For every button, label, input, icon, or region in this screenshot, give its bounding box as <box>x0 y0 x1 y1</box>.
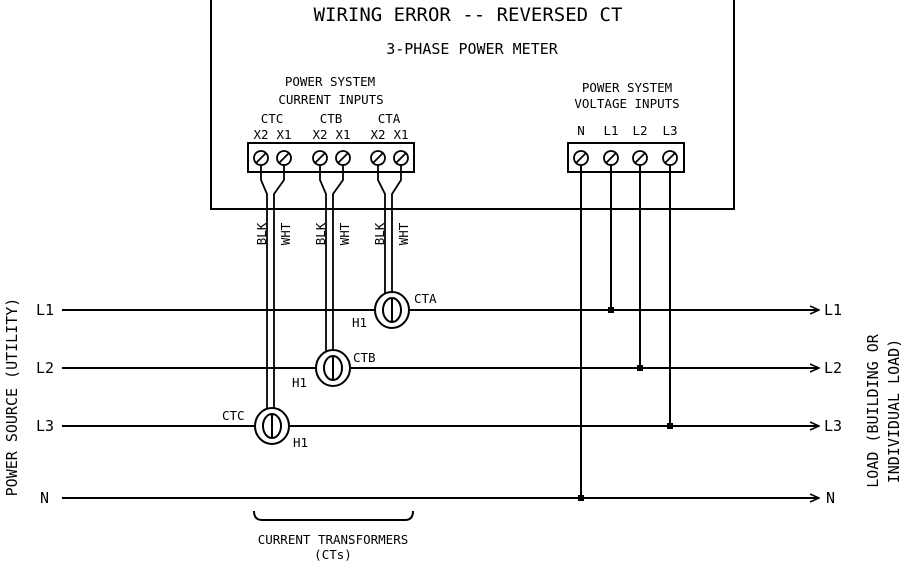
meter-title: WIRING ERROR -- REVERSED CT <box>314 4 623 26</box>
voltage-inputs-label-2: VOLTAGE INPUTS <box>574 96 679 111</box>
ctb-label: CTB <box>353 350 376 365</box>
meter-subtitle: 3-PHASE POWER METER <box>386 40 559 58</box>
ctb-wht-label: WHT <box>337 222 352 245</box>
load-l2-label: L2 <box>824 359 842 377</box>
voltage-terminal-block <box>567 142 685 173</box>
source-l3-label: L3 <box>36 417 54 435</box>
ctc-x1-label: X1 <box>276 127 291 142</box>
load-l3-label: L3 <box>824 417 842 435</box>
ct-b <box>315 349 351 387</box>
voltage-l1-label: L1 <box>603 123 618 138</box>
source-l2-label: L2 <box>36 359 54 377</box>
load-side-label-1: LOAD (BUILDING OR <box>864 333 882 487</box>
power-lines <box>62 310 819 498</box>
cta-label: CTA <box>414 291 437 306</box>
bracket-label-1: CURRENT TRANSFORMERS <box>258 532 409 547</box>
ctb-h1-label: H1 <box>292 375 307 390</box>
current-terminal-block <box>247 142 415 173</box>
ctc-wht-label: WHT <box>278 222 293 245</box>
meter-enclosure <box>210 0 735 210</box>
voltage-inputs-label-1: POWER SYSTEM <box>582 80 672 95</box>
ctc-blk-label: BLK <box>254 222 269 245</box>
cta-group-label: CTA <box>378 111 401 126</box>
voltage-tap-junctions <box>578 307 673 501</box>
ct-a <box>374 291 410 329</box>
source-n-label: N <box>40 489 49 507</box>
ctb-blk-label: BLK <box>313 222 328 245</box>
current-inputs-label-1: POWER SYSTEM <box>285 74 375 89</box>
load-n-label: N <box>826 489 835 507</box>
load-l1-label: L1 <box>824 301 842 319</box>
ctc-x2-label: X2 <box>253 127 268 142</box>
voltage-l3-label: L3 <box>662 123 677 138</box>
cta-h1-label: H1 <box>352 315 367 330</box>
voltage-tap-wires <box>580 165 671 498</box>
ctb-group-label: CTB <box>320 111 343 126</box>
voltage-n-label: N <box>577 123 585 138</box>
ctc-h1-label: H1 <box>293 435 308 450</box>
ctc-label: CTC <box>222 408 245 423</box>
cta-blk-label: BLK <box>372 222 387 245</box>
cta-x1-label: X1 <box>393 127 408 142</box>
ctb-x1-label: X1 <box>335 127 350 142</box>
ct-bracket <box>253 510 414 521</box>
voltage-l2-label: L2 <box>632 123 647 138</box>
bracket-label-2: (CTs) <box>314 547 352 562</box>
ct-c <box>254 407 290 445</box>
ctb-x2-label: X2 <box>312 127 327 142</box>
ct-lead-wires <box>260 165 402 414</box>
ctc-group-label: CTC <box>261 111 284 126</box>
source-side-label: POWER SOURCE (UTILITY) <box>3 298 21 497</box>
cta-wht-label: WHT <box>396 222 411 245</box>
current-inputs-label-2: CURRENT INPUTS <box>278 92 383 107</box>
load-side-label-2: INDIVIDUAL LOAD) <box>885 339 903 484</box>
cta-x2-label: X2 <box>370 127 385 142</box>
source-l1-label: L1 <box>36 301 54 319</box>
